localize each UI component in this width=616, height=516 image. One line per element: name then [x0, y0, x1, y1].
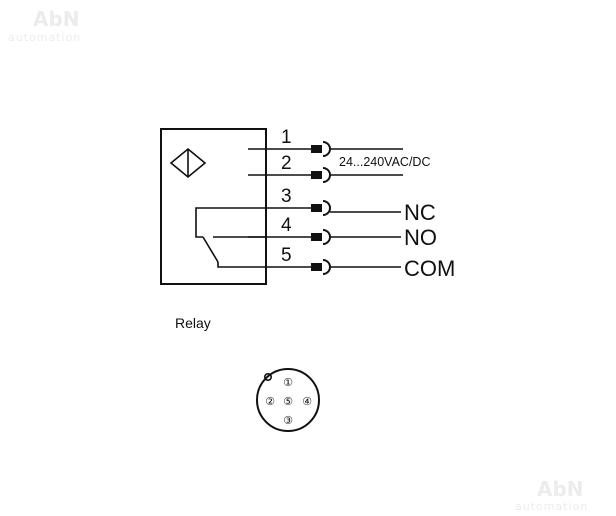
pin-number-1: 1 [281, 127, 292, 148]
plug-connector-icons [311, 141, 331, 275]
sensor-body [160, 128, 267, 285]
watermark-brand-bottom: AbN [537, 477, 584, 501]
pin-number-5: 5 [281, 245, 292, 266]
relay-caption: Relay [175, 315, 211, 331]
connector-key-icon [263, 372, 272, 381]
connector-pin-right: ④ [302, 395, 312, 408]
output-label-no: NO [404, 225, 437, 250]
relay-contact [195, 207, 266, 268]
connector-pin-bottom: ③ [283, 414, 293, 427]
pin-number-3: 3 [281, 186, 292, 207]
connector-outline [256, 368, 320, 432]
pin-number-2: 2 [281, 153, 292, 174]
watermark-tagline-top: automation [8, 31, 81, 44]
terminal-wires [248, 148, 312, 268]
output-label-com: COM [404, 256, 455, 281]
connector-pin-top: ① [283, 376, 293, 389]
sensor-symbol-icon [169, 147, 207, 179]
connector-pin-left: ② [265, 395, 275, 408]
connector-pin-center: ⑤ [283, 395, 293, 408]
watermark-brand-top: AbN [33, 7, 80, 31]
output-lines [330, 148, 403, 268]
output-label-nc: NC [404, 200, 436, 225]
pin-number-4: 4 [281, 215, 292, 236]
connector-pinout: ① ② ⑤ ④ ③ [256, 368, 320, 432]
supply-voltage-label: 24...240VAC/DC [339, 155, 430, 169]
watermark-tagline-bottom: automation [515, 500, 588, 513]
